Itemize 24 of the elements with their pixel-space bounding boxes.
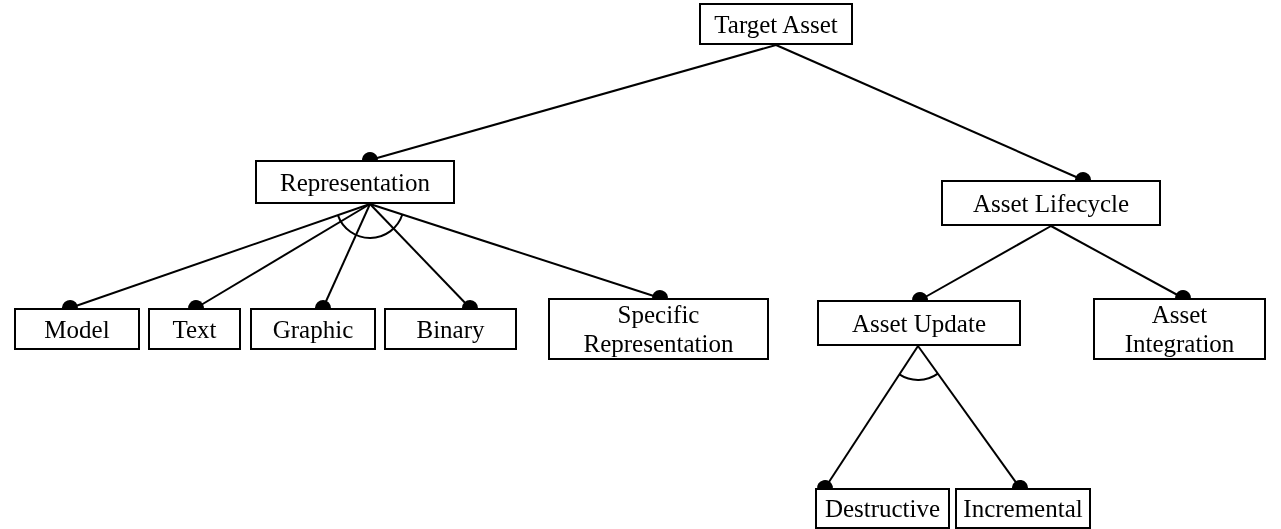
feature-label: Representation xyxy=(280,167,430,197)
feature-box xyxy=(255,160,455,204)
feature-box xyxy=(384,308,517,350)
feature-label: Model xyxy=(44,314,110,344)
feature-label: Binary xyxy=(416,314,485,344)
feature-label: Specific Representation xyxy=(582,300,735,358)
feature-label: Graphic xyxy=(272,314,354,344)
feature-label: Incremental xyxy=(963,494,1083,523)
feature-label: Target Asset xyxy=(714,9,838,39)
feature-box xyxy=(699,3,853,45)
feature-box xyxy=(548,298,769,360)
feature-box xyxy=(14,308,140,350)
feature-box xyxy=(955,488,1091,529)
feature-label: Text xyxy=(172,314,217,344)
feature-label: Asset Update xyxy=(852,308,986,338)
feature-box xyxy=(250,308,376,350)
feature-box xyxy=(1093,298,1266,360)
feature-box xyxy=(148,308,241,350)
feature-label: Asset Integration xyxy=(1123,300,1236,358)
feature-box xyxy=(941,180,1161,226)
feature-box xyxy=(817,300,1021,346)
feature-label: Asset Lifecycle xyxy=(972,188,1130,218)
feature-label: Destructive xyxy=(824,494,941,523)
feature-box xyxy=(815,488,950,529)
